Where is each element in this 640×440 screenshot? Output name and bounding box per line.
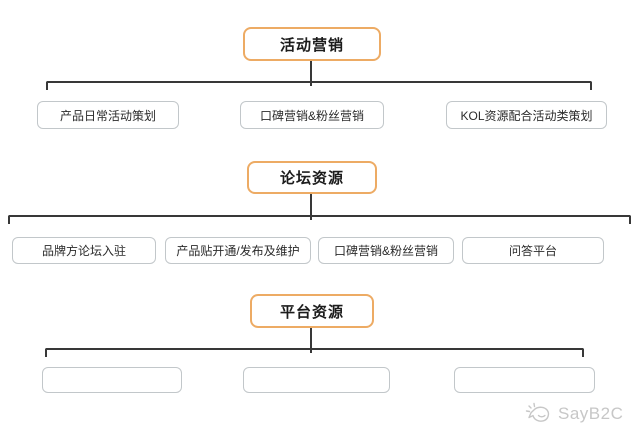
node-box: KOL资源配合活动类策划: [446, 101, 607, 129]
watermark: SayB2C: [524, 401, 623, 427]
connector-stem: [310, 61, 312, 86]
node-label: 产品贴开通/发布及维护: [176, 244, 300, 258]
node-box-empty: [243, 367, 390, 393]
node-label: KOL资源配合活动类策划: [460, 108, 593, 123]
section-title: 论坛资源: [279, 170, 344, 187]
node-box-empty: [454, 367, 595, 393]
connector-bracket: [46, 81, 592, 90]
section-title: 平台资源: [279, 303, 344, 321]
node-label: 口碑营销&粉丝营销: [333, 244, 438, 258]
section-box-forum-resources: 论坛资源: [247, 161, 377, 194]
node-label: 问答平台: [508, 244, 557, 258]
node-box: 口碑营销&粉丝营销: [240, 101, 384, 129]
section-box-platform-resources: 平台资源: [250, 294, 374, 328]
node-label: 产品日常活动策划: [59, 108, 156, 123]
connector-bracket: [45, 348, 584, 357]
node-box: 产品日常活动策划: [37, 101, 179, 129]
section-box-activity-marketing: 活动营销: [243, 27, 381, 61]
connector-stem: [310, 194, 312, 220]
node-box: 产品贴开通/发布及维护: [165, 237, 311, 264]
node-box-empty: [42, 367, 182, 393]
node-label: 品牌方论坛入驻: [41, 244, 126, 258]
section-title: 活动营销: [279, 36, 344, 54]
megaphone-icon: [524, 401, 554, 427]
node-box: 品牌方论坛入驻: [12, 237, 156, 264]
connector-bracket: [8, 215, 631, 224]
node-box: 问答平台: [462, 237, 604, 264]
node-box: 口碑营销&粉丝营销: [318, 237, 454, 264]
watermark-text: SayB2C: [558, 404, 624, 423]
connector-stem: [310, 328, 312, 353]
node-label: 口碑营销&粉丝营销: [259, 108, 364, 123]
